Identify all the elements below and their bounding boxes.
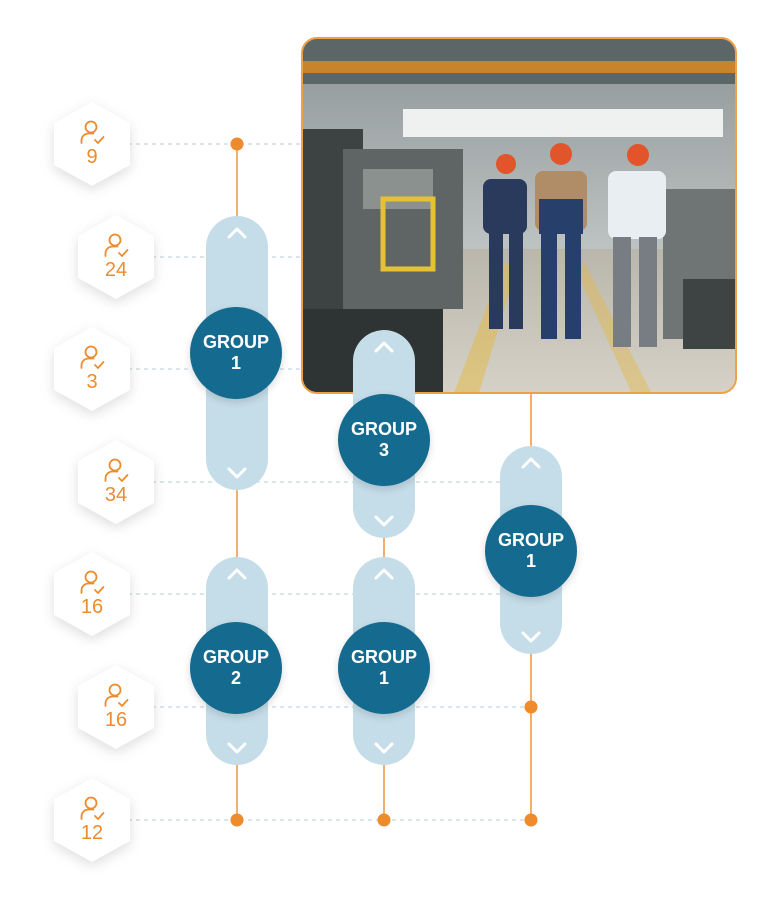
badge-count: 24 xyxy=(104,259,128,281)
hexagon-badge: 24 xyxy=(78,215,154,299)
badge-count: 12 xyxy=(80,822,104,844)
badge-count: 34 xyxy=(104,484,128,506)
badge-count: 3 xyxy=(86,371,98,393)
chevron-up-icon[interactable] xyxy=(373,567,395,581)
chevron-up-icon[interactable] xyxy=(226,567,248,581)
group-number: 1 xyxy=(378,668,389,688)
hexagon-badge: 16 xyxy=(78,665,154,749)
factory-illustration xyxy=(303,39,735,392)
group-label: GROUP xyxy=(350,419,417,439)
user-check-icon xyxy=(80,345,105,369)
group-number: 1 xyxy=(525,551,536,571)
hexagon-badge: 16 xyxy=(54,552,130,636)
chevron-up-icon[interactable] xyxy=(520,456,542,470)
factory-photo xyxy=(301,37,737,394)
group-number: 1 xyxy=(230,353,241,373)
group-circle[interactable]: GROUP 1 xyxy=(190,307,282,399)
user-check-icon xyxy=(80,796,105,820)
user-check-icon xyxy=(80,570,105,594)
chevron-down-icon[interactable] xyxy=(373,741,395,755)
chevron-down-icon[interactable] xyxy=(226,741,248,755)
group-number: 2 xyxy=(230,668,241,688)
hexagon-badge: 3 xyxy=(54,327,130,411)
group-label: GROUP xyxy=(202,647,269,667)
user-check-icon xyxy=(80,120,105,144)
group-circle[interactable]: GROUP 1 xyxy=(485,505,577,597)
group-circle[interactable]: GROUP 3 xyxy=(338,394,430,486)
badge-count: 16 xyxy=(104,709,128,731)
chevron-up-icon[interactable] xyxy=(226,226,248,240)
group-circle[interactable]: GROUP 2 xyxy=(190,622,282,714)
connector-dot xyxy=(377,813,391,827)
connector-dot xyxy=(524,700,538,714)
hexagon-badge: 9 xyxy=(54,102,130,186)
hexagon-badge: 12 xyxy=(54,778,130,862)
connector-dot xyxy=(524,813,538,827)
group-label: GROUP xyxy=(202,332,269,352)
chevron-down-icon[interactable] xyxy=(226,466,248,480)
badge-count: 9 xyxy=(86,146,98,168)
connector-dot xyxy=(230,813,244,827)
badge-count: 16 xyxy=(80,596,104,618)
user-check-icon xyxy=(104,683,129,707)
user-check-icon xyxy=(104,458,129,482)
chevron-down-icon[interactable] xyxy=(520,630,542,644)
group-circle[interactable]: GROUP 1 xyxy=(338,622,430,714)
chevron-up-icon[interactable] xyxy=(373,340,395,354)
group-label: GROUP xyxy=(497,530,564,550)
connector-dot xyxy=(230,137,244,151)
user-check-icon xyxy=(104,233,129,257)
chevron-down-icon[interactable] xyxy=(373,514,395,528)
group-number: 3 xyxy=(378,440,389,460)
hexagon-badge: 34 xyxy=(78,440,154,524)
group-label: GROUP xyxy=(350,647,417,667)
